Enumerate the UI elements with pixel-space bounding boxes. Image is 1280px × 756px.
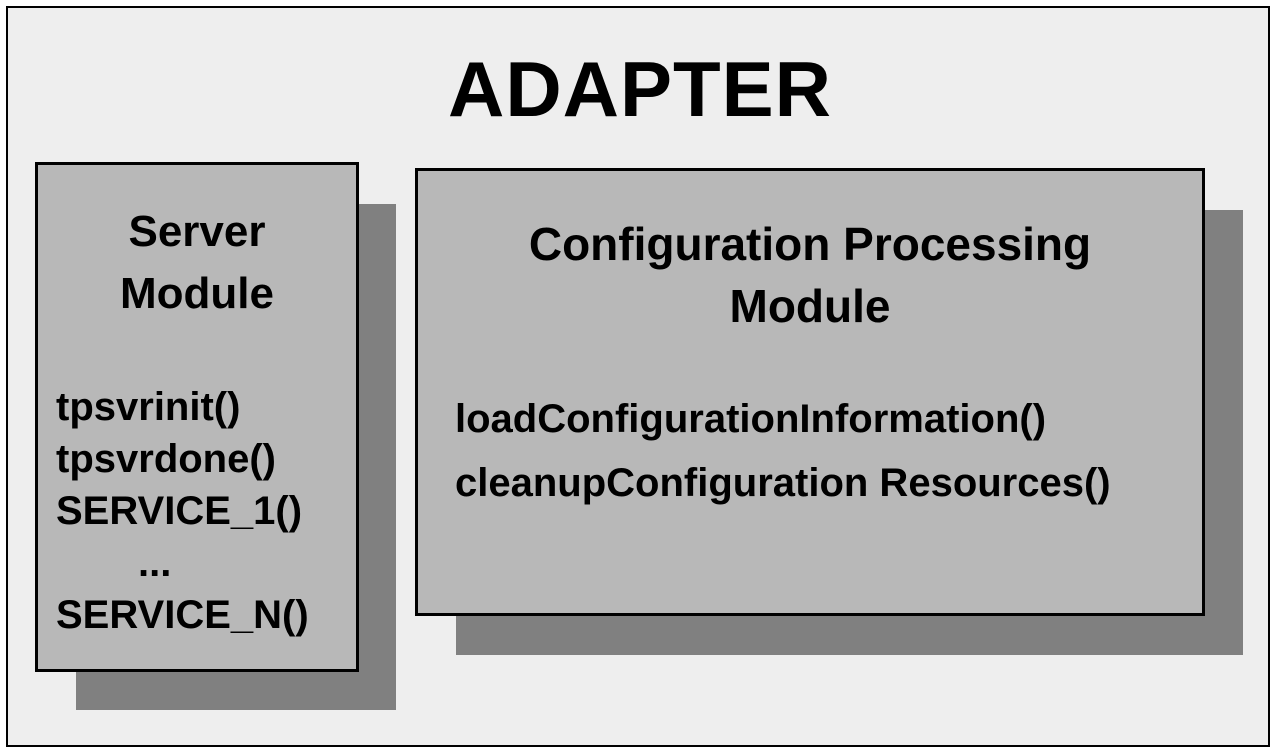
function-ellipsis: ... [138, 541, 172, 585]
function-service-n: SERVICE_N() [56, 593, 309, 637]
config-module-title: Configuration Processing Module [418, 213, 1202, 337]
config-module-title-line-1: Configuration Processing [528, 218, 1092, 270]
server-module-title: Server Module [38, 201, 356, 325]
function-cleanup-configuration-resources: cleanupConfiguration Resources() [455, 461, 1111, 505]
function-service-1: SERVICE_1() [56, 489, 303, 533]
server-module-title-line-2: Module [120, 269, 274, 318]
config-module-box: Configuration Processing Module loadConf… [415, 168, 1205, 616]
function-load-configuration-information: loadConfigurationInformation() [455, 397, 1047, 441]
function-tpsvrdone: tpsvrdone() [56, 437, 276, 481]
server-module-box: Server Module tpsvrinit() tpsvrdone() SE… [35, 162, 359, 672]
server-module-function-list: tpsvrinit() tpsvrdone() SERVICE_1() ... … [56, 381, 309, 641]
config-module-function-list: loadConfigurationInformation() cleanupCo… [455, 387, 1111, 515]
server-module-title-line-1: Server [128, 207, 266, 256]
function-tpsvrinit: tpsvrinit() [56, 385, 241, 429]
adapter-title: ADAPTER [447, 45, 832, 133]
config-module-title-line-2: Module [729, 280, 891, 332]
